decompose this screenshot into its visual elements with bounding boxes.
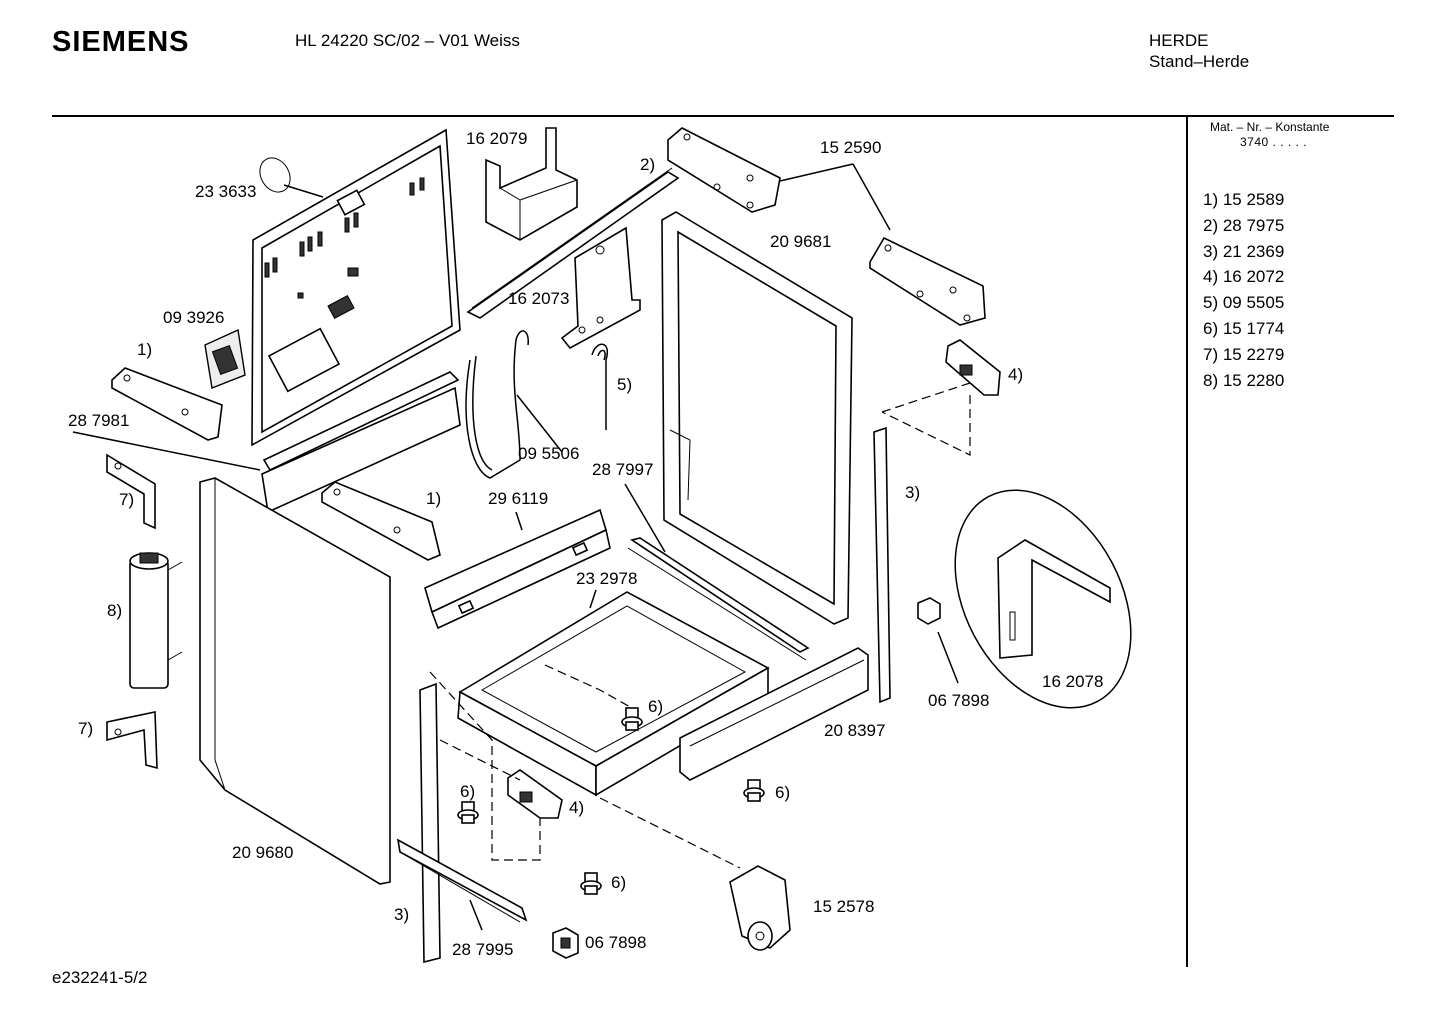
side-bracket-upper xyxy=(667,127,781,213)
konstante-label: Mat. – Nr. – Konstante xyxy=(1210,120,1330,134)
ref-4-lower: 4) xyxy=(569,798,584,817)
callout-152590: 15 2590 xyxy=(820,138,881,157)
front-rail xyxy=(679,647,869,781)
callout-287981: 28 7981 xyxy=(68,411,129,430)
rear-frame xyxy=(661,211,853,625)
ref-1-left: 1) xyxy=(137,340,152,359)
parts-legend: 1) 15 2589 2) 28 7975 3) 21 2369 4) 16 2… xyxy=(1203,187,1284,393)
legend-item: 1) 15 2589 xyxy=(1203,190,1285,209)
bracket-1-left xyxy=(111,367,223,441)
ref-5: 5) xyxy=(617,375,632,394)
callout-232978: 23 2978 xyxy=(576,569,637,588)
ref-3-right: 3) xyxy=(905,483,920,502)
detail-callout-16-2078 xyxy=(954,489,1132,709)
subcategory-label: Stand–Herde xyxy=(1149,52,1250,71)
spacer-block-upper xyxy=(917,597,941,625)
caster-wheel xyxy=(729,865,791,951)
exploded-parts-diagram: 16 2079 15 2590 23 3633 2) 20 9681 16 20… xyxy=(68,127,1132,964)
ref-7-lower: 7) xyxy=(78,719,93,738)
legend-item: 2) 28 7975 xyxy=(1203,215,1285,235)
callout-093926: 09 3926 xyxy=(163,308,224,327)
clip-7-upper xyxy=(106,453,156,530)
end-cap-4-lower xyxy=(507,769,563,819)
back-panel xyxy=(251,128,461,447)
screw-6-b xyxy=(457,801,479,824)
model-title: HL 24220 SC/02 – V01 Weiss xyxy=(295,31,520,50)
side-bracket-lower xyxy=(869,236,986,326)
drawing-id: e232241-5/2 xyxy=(52,968,148,987)
bottom-rail xyxy=(396,838,528,923)
screw-6-a xyxy=(621,707,643,731)
callout-287997: 28 7997 xyxy=(592,460,653,479)
ref-6-b: 6) xyxy=(460,782,475,801)
base-tray xyxy=(457,591,770,797)
spacer-block-lower xyxy=(552,927,579,959)
clip-5 xyxy=(591,343,609,430)
ref-6-d: 6) xyxy=(611,873,626,892)
top-cover-plate xyxy=(485,127,578,241)
callout-162078: 16 2078 xyxy=(1042,672,1103,691)
callout-067898-lower: 06 7898 xyxy=(585,933,646,952)
ref-8: 8) xyxy=(107,601,122,620)
category-label: HERDE xyxy=(1149,31,1209,50)
side-rail xyxy=(627,537,810,661)
header-divider xyxy=(52,115,1394,117)
callout-296119: 29 6119 xyxy=(488,489,548,508)
callout-095506: 09 5506 xyxy=(518,444,579,463)
callout-209681: 20 9681 xyxy=(770,232,831,251)
legend-item: 3) 21 2369 xyxy=(1203,241,1285,261)
legend-item: 4) 16 2072 xyxy=(1203,267,1285,287)
ref-7-upper: 7) xyxy=(119,490,134,509)
top-rail xyxy=(466,167,680,319)
callout-208397: 20 8397 xyxy=(824,721,885,740)
callout-162079: 16 2079 xyxy=(466,129,527,148)
ref-4-upper: 4) xyxy=(1008,365,1023,384)
front-crossbar xyxy=(424,508,611,630)
callout-287995: 28 7995 xyxy=(452,940,513,959)
callout-067898-upper: 06 7898 xyxy=(928,691,989,710)
ref-6-c: 6) xyxy=(775,783,790,802)
wire-harness xyxy=(465,330,529,479)
callout-152578: 15 2578 xyxy=(813,897,874,916)
vertical-strip-3-left xyxy=(419,682,441,964)
control-module xyxy=(204,328,246,389)
ref-1-middle: 1) xyxy=(426,489,441,508)
konstante-value: 3740 . . . . . xyxy=(1240,135,1308,149)
mounting-bracket xyxy=(560,226,641,350)
upper-crossbar xyxy=(261,371,461,514)
callout-233633: 23 3633 xyxy=(195,182,256,201)
screw-6-c xyxy=(743,779,765,802)
brand-logo: SIEMENS xyxy=(52,26,190,58)
vertical-strip-3-right xyxy=(873,426,891,704)
legend-item: 7) 15 2279 xyxy=(1203,344,1285,364)
dashed-leaders xyxy=(429,382,971,869)
ref-6-a: 6) xyxy=(648,697,663,716)
callout-162073: 16 2073 xyxy=(508,289,569,308)
legend-item: 5) 09 5505 xyxy=(1203,293,1285,313)
clip-7-lower xyxy=(106,711,158,770)
callout-209680: 20 9680 xyxy=(232,843,293,862)
side-panel xyxy=(199,477,391,885)
bracket-1-middle xyxy=(321,481,441,561)
tube-8 xyxy=(129,552,183,689)
end-cap-4-upper xyxy=(945,339,1001,396)
legend-divider xyxy=(1186,116,1188,967)
legend-item: 6) 15 1774 xyxy=(1203,318,1285,338)
screw-6-d xyxy=(580,872,602,895)
ref-3-left: 3) xyxy=(394,905,409,924)
ref-2: 2) xyxy=(640,155,655,174)
legend-item: 8) 15 2280 xyxy=(1203,370,1285,390)
